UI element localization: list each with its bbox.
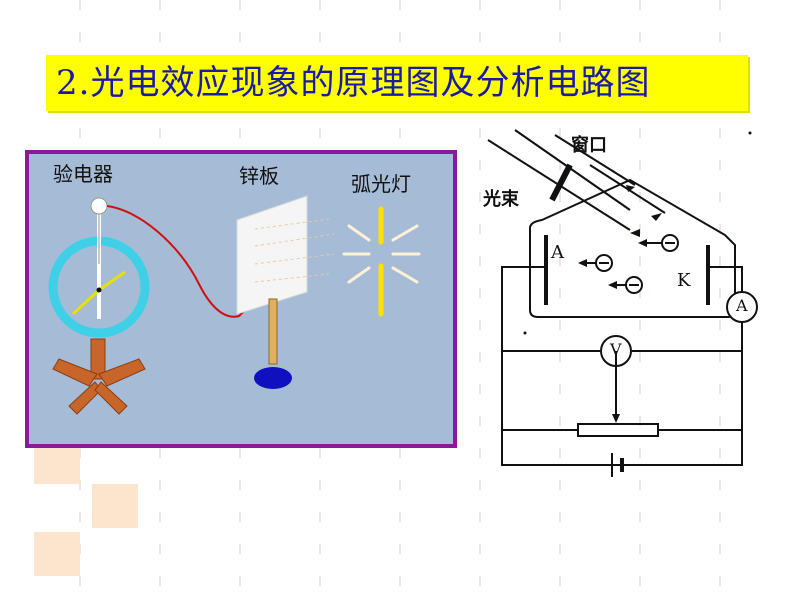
decorative-square [34,532,80,576]
page-title: 2.光电效应现象的原理图及分析电路图 [56,63,651,103]
arc-lamp-label: 弧光灯 [351,172,411,196]
electroscope-label: 验电器 [53,162,113,186]
circuit-diagram [487,129,758,477]
electroscope-stand [52,338,146,415]
decorative-square [92,484,138,528]
electroscope-leaf [98,270,126,292]
electroscope-ball [90,197,108,215]
voltmeter-label: V [610,340,622,359]
arc-lamp-rays [342,224,421,284]
zinc-plate-base [254,367,292,389]
anode-label: A [551,242,564,263]
light-beam-label: 光束 [483,189,519,210]
ammeter-label: A [736,296,748,315]
cathode-label: K [677,270,691,291]
zinc-plate-label: 锌板 [239,164,279,188]
window-label: 窗口 [571,135,607,156]
connecting-wire [106,205,244,318]
electroscope-leaf [71,288,101,316]
experiment-panel: 验电器 锌板 弧光灯 [25,150,457,448]
experiment-illustration [48,195,421,415]
zinc-plate-post [268,298,278,365]
zinc-plate [236,195,308,315]
title-banner [46,55,748,111]
